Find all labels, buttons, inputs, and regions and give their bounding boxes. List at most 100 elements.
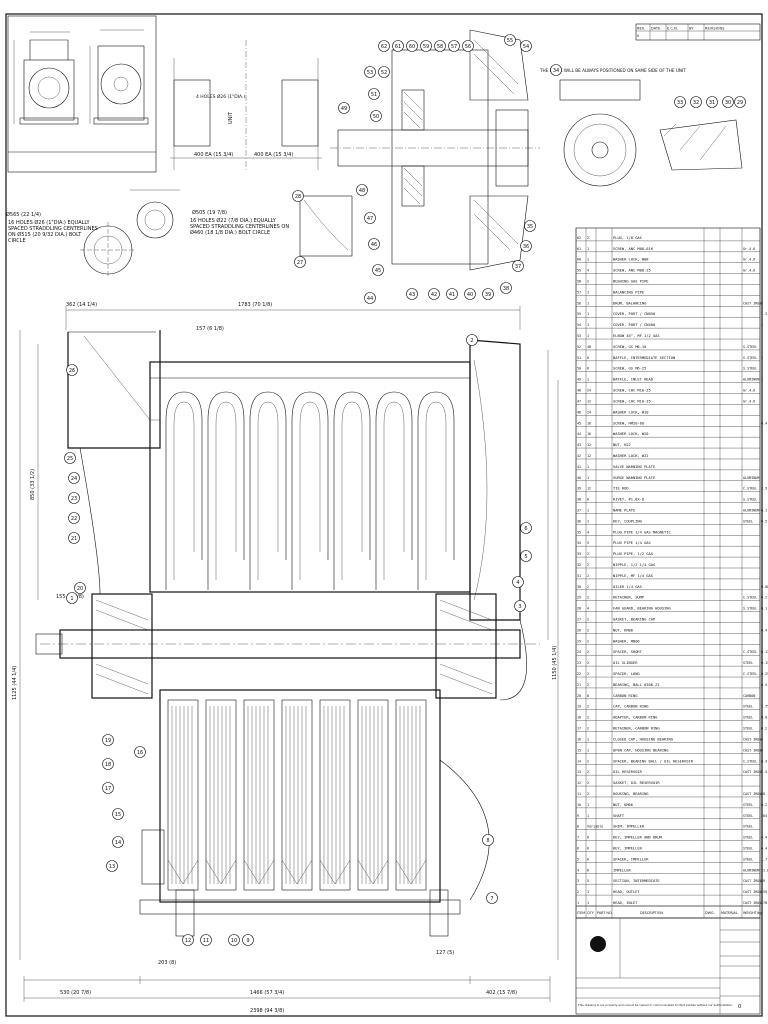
parts-cell: 61 xyxy=(577,247,581,251)
parts-cell: 0.15 xyxy=(761,661,768,665)
parts-cell: 16 xyxy=(587,432,591,436)
item-balloon-number: 54 xyxy=(523,44,529,50)
item-balloon-number: 61 xyxy=(395,44,401,50)
parts-cell: RIVET, #1.8X-8 xyxy=(613,498,644,502)
impeller-shroud xyxy=(281,859,313,885)
parts-cell: KEY, IMPELLER AND DRUM xyxy=(613,836,663,840)
parts-cell: 2 xyxy=(587,618,589,622)
return-channel xyxy=(249,391,287,590)
return-channel-inner xyxy=(215,401,237,580)
parts-cell: 3.9 xyxy=(761,487,767,491)
parts-cell: 57 xyxy=(577,290,581,294)
parts-cell: S.STEEL xyxy=(743,498,757,502)
item-balloon xyxy=(520,522,532,534)
parts-cell: 41 xyxy=(577,465,581,469)
item-balloon xyxy=(706,96,718,108)
parts-cell: 1.7 xyxy=(761,857,767,861)
impeller-shroud xyxy=(243,859,275,885)
parts-cell: 24 xyxy=(587,389,591,393)
parts-header-cell: PART NO. xyxy=(597,911,613,915)
item-balloon xyxy=(674,96,686,108)
parts-cell: STEEL xyxy=(743,716,753,720)
parts-cell: SCREW, GS M6-25 xyxy=(613,367,646,371)
item-balloon xyxy=(500,282,512,294)
item-balloon xyxy=(364,292,376,304)
parts-cell: Variable xyxy=(587,825,603,829)
parts-cell: 2 xyxy=(761,378,763,382)
name-plate xyxy=(141,829,165,885)
parts-cell: VALVE WARNING PLATE xyxy=(613,465,655,469)
item-balloon-number: 25 xyxy=(67,456,73,462)
parts-cell: 37 xyxy=(577,508,581,512)
item-balloon-number: 47 xyxy=(367,216,373,222)
return-channel xyxy=(333,391,371,590)
parts-cell: 12 xyxy=(587,399,591,403)
parts-cell: S.STEEL xyxy=(743,345,757,349)
item-balloon-number: 49 xyxy=(341,106,347,112)
parts-cell: OPEN CAP, HOUSING BEARING xyxy=(613,748,669,752)
parts-cell: 5 xyxy=(587,541,589,545)
parts-cell: 30 xyxy=(577,585,581,589)
parts-cell: 2 xyxy=(587,650,589,654)
item-balloon xyxy=(66,364,78,376)
impeller-shroud xyxy=(319,859,351,885)
item-balloon xyxy=(392,40,404,52)
dim-left-top: 362 (14 1/4) xyxy=(66,302,97,308)
parts-cell: CARBON xyxy=(743,694,755,698)
item-balloon-number: 57 xyxy=(451,44,457,50)
parts-cell: 43 xyxy=(577,443,581,447)
item-balloon xyxy=(372,264,384,276)
item-balloon-number: 58 xyxy=(437,44,443,50)
item-balloon xyxy=(112,836,124,848)
parts-cell: HEAD, INLET xyxy=(613,901,638,905)
parts-cell: 0.2 xyxy=(761,596,767,600)
parts-cell: 12 xyxy=(587,454,591,458)
parts-cell: 45 xyxy=(577,421,581,425)
parts-cell: 1 xyxy=(577,901,579,905)
item-balloon xyxy=(524,220,536,232)
parts-cell: GASKET, BEARING CAP xyxy=(613,618,656,622)
item-balloon-number: 14 xyxy=(115,840,121,846)
item-balloon xyxy=(512,576,524,588)
parts-cell: 2 xyxy=(587,716,589,720)
parts-cell: SPACER, SHORT xyxy=(613,650,643,654)
item-balloon xyxy=(690,96,702,108)
parts-cell: CAST IRON xyxy=(743,792,761,796)
parts-cell: 0.8 xyxy=(761,716,767,720)
parts-cell: 24 xyxy=(577,650,581,654)
end-view: THE DRIVE WILL BE ALWAYS POSITIONED ON S… xyxy=(539,68,743,187)
title-disclaimer: This drawing is our property and cannot … xyxy=(577,1003,733,1007)
parts-cell: 1.5 xyxy=(761,770,767,774)
parts-cell: 38 xyxy=(577,498,581,502)
item-balloon-number: 43 xyxy=(409,292,415,298)
item-balloon-number: 39 xyxy=(485,292,491,298)
item-balloon-number: 9 xyxy=(246,938,249,944)
parts-cell: WASHER LOCK, W20 xyxy=(613,432,649,436)
item-balloon xyxy=(734,96,746,108)
impeller xyxy=(281,699,313,891)
parts-cell: CLOSED CAP, HOUSING BEARING xyxy=(613,737,673,741)
dim-left: 530 (20 7/8) xyxy=(60,990,91,996)
label-unit: UNIT xyxy=(228,111,234,124)
parts-cell: 25 xyxy=(577,639,581,643)
dim-ea-right: 400 EA (15 3/4) xyxy=(254,152,293,158)
parts-cell: HEAD, OUTLET xyxy=(613,890,640,894)
parts-cell: SCREW, HM20-60 xyxy=(613,421,644,425)
return-channel-inner xyxy=(173,401,195,580)
parts-cell: ELBOW 45°, MF 1/2 GAS xyxy=(613,334,660,338)
parts-cell: 5 xyxy=(577,857,579,861)
item-balloon-number: 22 xyxy=(71,516,77,522)
parts-cell: GASKET, OIL RESERVOIR xyxy=(613,781,660,785)
parts-cell: DRUM, BALANCING xyxy=(613,301,646,305)
parts-cell: NAME PLATE xyxy=(613,508,635,512)
item-balloon-number: 32 xyxy=(693,100,699,106)
dim-top-span: 1783 (70 1/8) xyxy=(238,302,272,308)
parts-cell: 0.1 xyxy=(761,508,767,512)
parts-cell: SCREW, CHC M10-25 xyxy=(613,389,651,393)
parts-cell: STEEL xyxy=(743,727,753,731)
parts-cell: 0.25 xyxy=(761,672,768,676)
parts-cell: 21 xyxy=(577,683,581,687)
parts-cell: 1 xyxy=(587,290,589,294)
parts-cell: Gr.4.6 xyxy=(743,247,755,251)
parts-cell: 6 xyxy=(587,846,589,850)
